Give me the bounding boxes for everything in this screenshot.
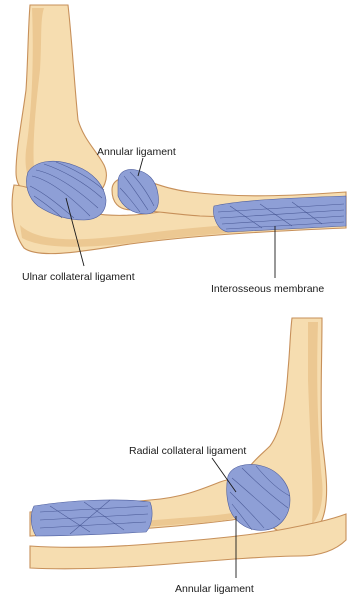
label-annular-ligament-top: Annular ligament — [97, 146, 176, 158]
label-annular-ligament-bottom: Annular ligament — [175, 583, 254, 595]
interosseous-membrane-lower — [31, 500, 152, 536]
label-interosseous-membrane: Interosseous membrane — [211, 283, 324, 295]
lateral-view-figure: Radial collateral ligament Annular ligam… — [30, 318, 346, 595]
label-ulnar-collateral-ligament: Ulnar collateral ligament — [22, 271, 135, 283]
medial-view-figure: Annular ligament Ulnar collateral ligame… — [12, 5, 346, 295]
label-radial-collateral-ligament: Radial collateral ligament — [129, 445, 246, 457]
